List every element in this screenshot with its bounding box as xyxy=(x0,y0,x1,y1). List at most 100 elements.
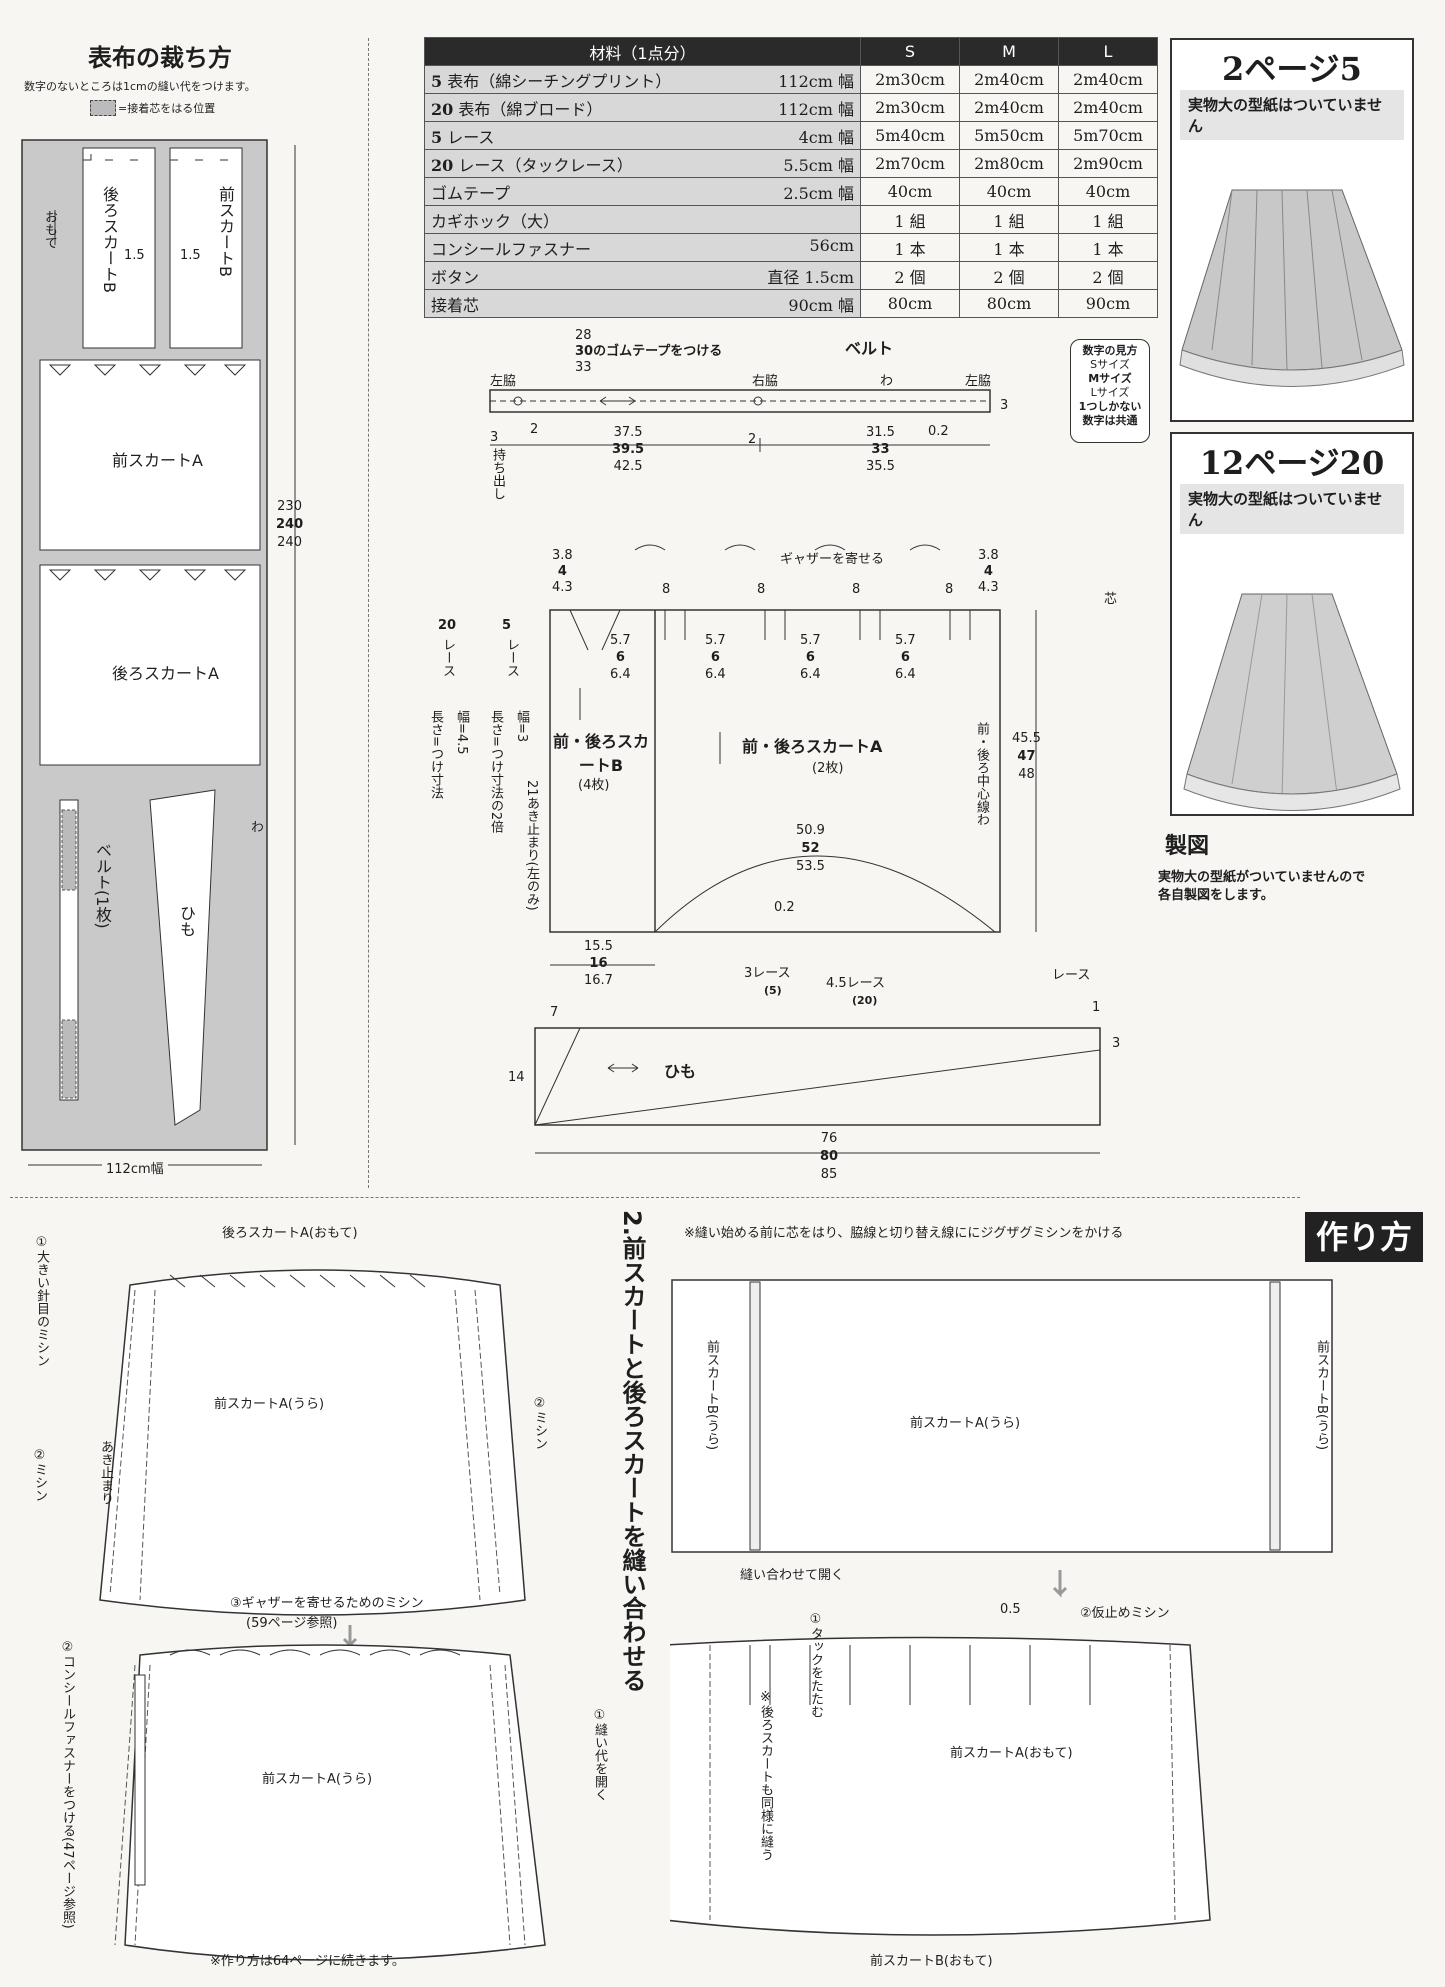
belt-draft xyxy=(489,389,991,452)
front-a-back-label-3: 前スカートA(うら) xyxy=(910,1416,1021,1431)
skirt-photo-2 xyxy=(1183,593,1401,811)
piece-b-count: (4枚) xyxy=(578,778,610,793)
lace5-num: 5 xyxy=(502,618,512,633)
belt-left-side-2: 左脇 xyxy=(965,374,992,389)
front-a-back-label: 前スカートA(うら) xyxy=(214,1397,325,1412)
piece-front-skirt-b: 前スカートB xyxy=(216,186,235,277)
gather-label: ギャザーを寄せる xyxy=(780,552,885,567)
piece-a-label: 前・後ろスカートA xyxy=(742,737,883,756)
lace-label: レース xyxy=(1052,968,1091,983)
drafting-title: 製図 xyxy=(1165,834,1210,859)
number-key: 数字の見方 Sサイズ Mサイズ Lサイズ 1つしかない 数字は共通 xyxy=(1070,339,1150,443)
materials-header: 材料（1点分） xyxy=(424,37,861,66)
belt-width: 3 xyxy=(1000,398,1009,413)
front-b-back-right: 前スカートB(うら) xyxy=(1314,1340,1329,1451)
lace-a-num: (5) xyxy=(764,984,782,997)
open-seam-label: ①縫い代を開く xyxy=(592,1708,607,1801)
belt-overlap: 持ち出し xyxy=(490,448,505,500)
howto-right-diagram xyxy=(670,1279,1333,1936)
interfacing-swatch xyxy=(90,100,116,116)
back-same-note: ※後ろスカートも同様に縫う xyxy=(758,1690,773,1861)
lace5-c: 長さ=つけ寸法の2倍 xyxy=(488,710,503,834)
seam-b1: 1.5 xyxy=(124,248,145,263)
reference-panel-1: 2ページ5 実物大の型紙はついていません xyxy=(1170,38,1414,422)
tie-draft xyxy=(534,1027,1101,1154)
front-b-back-left: 前スカートB(うら) xyxy=(704,1340,719,1451)
piece-b-label: 前・後ろスカートB xyxy=(552,732,649,775)
drafting-desc-2: 各自製図をします。 xyxy=(1158,888,1274,903)
tie-d14: 14 xyxy=(508,1070,525,1085)
belt-title: ベルト xyxy=(845,339,894,358)
lace20-num: 20 xyxy=(438,618,457,633)
column-divider xyxy=(368,38,369,1188)
sew-open-label: 縫い合わせて開く xyxy=(740,1568,845,1583)
drafting-desc-1: 実物大の型紙がついていませんので xyxy=(1158,870,1366,885)
tuck-width-4: 8 xyxy=(945,582,954,597)
belt-d02: 0.2 xyxy=(928,424,949,439)
tie-label: ひも xyxy=(664,1062,697,1081)
belt-overlap-3: 3 xyxy=(490,430,499,445)
materials-table: 材料（1点分） S M L 5 表布（綿シーチングプリント）112cm 幅 2m… xyxy=(424,37,1158,318)
piece-front-skirt-a: 前スカートA xyxy=(112,451,203,470)
gather-stitch-label: ③ギャザーを寄せるためのミシン xyxy=(230,1596,424,1611)
belt-fold: わ xyxy=(880,374,894,389)
howto-left-diagram xyxy=(99,1269,546,1961)
size-m-header: M xyxy=(959,37,1059,66)
opening-stop: 21あき止まり(左のみ) xyxy=(524,780,539,911)
tie-d1: 1 xyxy=(1092,1000,1101,1015)
opening-stop-label: あき止まり xyxy=(98,1440,113,1505)
lace20-b: 幅=4.5 xyxy=(454,710,469,755)
front-a-back-label-2: 前スカートA(うら) xyxy=(262,1772,373,1787)
tuck-label: ①タックをたたむ xyxy=(808,1612,823,1718)
cutting-layout-diagram xyxy=(21,139,296,1166)
belt-d2a: 2 xyxy=(530,422,539,437)
cutting-title: 表布の裁ち方 xyxy=(88,43,232,72)
belt-left-side: 左脇 xyxy=(490,374,517,389)
step-2-title: 2.前スカートと後ろスカートを縫い合わせる xyxy=(618,1210,646,1692)
interfacing-legend: =接着芯をはる位置 xyxy=(118,102,216,115)
reference-panel-2: 12ページ20 実物大の型紙はついていません xyxy=(1170,432,1414,816)
belt-right-side: 右脇 xyxy=(752,374,779,389)
panel-1-note: 実物大の型紙はついていません xyxy=(1180,90,1404,140)
tuck-width-2: 8 xyxy=(757,582,766,597)
step-2-note: ※縫い始める前に芯をはり、脇線と切り替え線ににジグザグミシンをかける xyxy=(684,1226,1124,1241)
seam-b2: 1.5 xyxy=(180,248,201,263)
lace-b-num: (20) xyxy=(852,994,878,1007)
panel-2-note: 実物大の型紙はついていません xyxy=(1180,484,1404,534)
tie-d3: 3 xyxy=(1112,1036,1121,1051)
lace20-a: レース xyxy=(440,638,455,677)
piece-back-skirt-b: 後ろスカートB xyxy=(100,186,119,293)
panel-2-head: 12ページ20 xyxy=(1199,444,1385,482)
grain-face-label: おもて xyxy=(42,210,57,249)
d05-label: 0.5 xyxy=(1000,1602,1021,1617)
gather-ref: (59ページ参照) xyxy=(246,1616,338,1631)
continue-note: ※作り方は64ページに続きます。 xyxy=(210,1954,405,1969)
tuck-width-3: 8 xyxy=(852,582,861,597)
cutting-width: 112cm幅 xyxy=(102,1158,168,1177)
tie-d7: 7 xyxy=(550,1005,559,1020)
back-a-face-label: 後ろスカートA(おもて) xyxy=(222,1226,358,1241)
tuck-width-1: 8 xyxy=(662,582,671,597)
piece-back-skirt-a: 後ろスカートA xyxy=(112,664,219,683)
piece-a-count: (2枚) xyxy=(812,761,844,776)
lace5-b: 幅=3 xyxy=(514,710,529,743)
zipper-label: ②コンシールファスナーをつける(47ページ参照) xyxy=(60,1640,75,1929)
belt-elastic: 28 30のゴムテープをつける 33 xyxy=(575,328,723,375)
step-2-sew-left: ②ミシン xyxy=(32,1448,47,1502)
skirt-draft xyxy=(549,544,1037,966)
